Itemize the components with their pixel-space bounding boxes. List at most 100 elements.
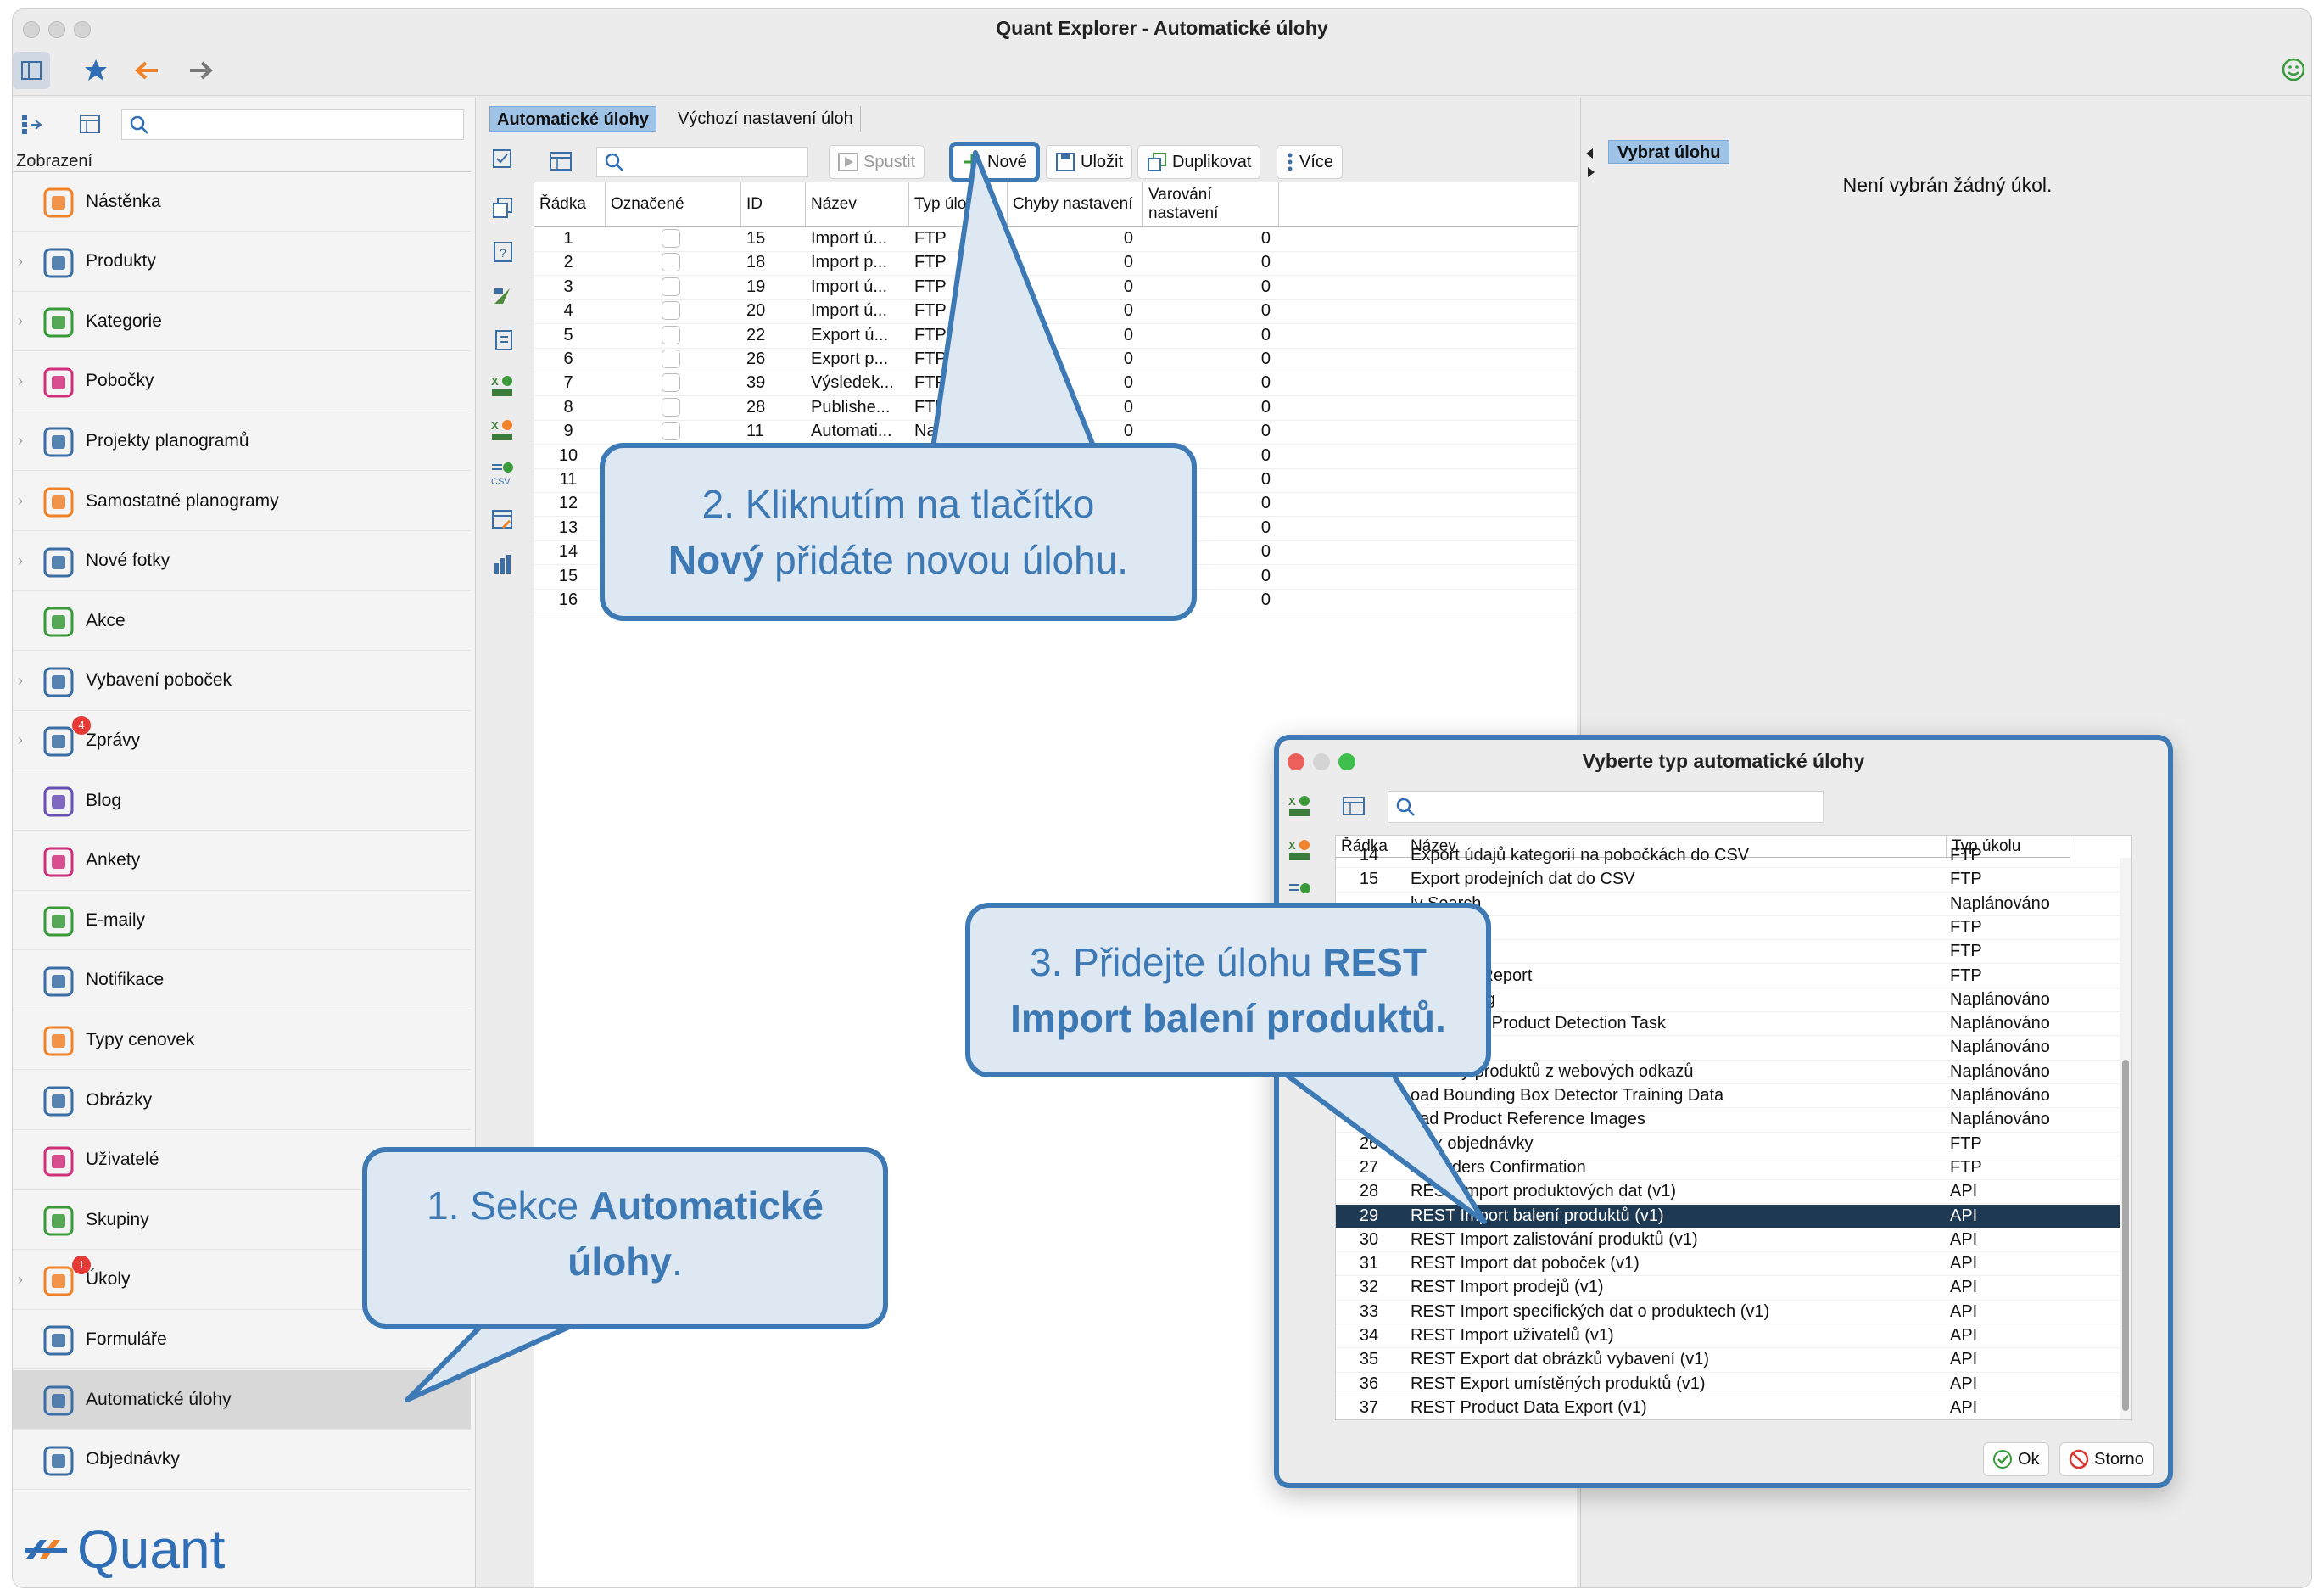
sidebar-item[interactable]: ›Pobočky	[13, 352, 471, 411]
row-checkbox[interactable]	[662, 397, 680, 417]
column-header-name[interactable]: Název	[806, 182, 909, 227]
list-button[interactable]	[486, 323, 520, 357]
row-checkbox[interactable]	[662, 373, 680, 393]
statistics-button[interactable]	[486, 547, 520, 581]
dialog-scrollbar[interactable]	[2120, 858, 2131, 1419]
dialog-column-type[interactable]: Typ úkolu	[1947, 836, 2070, 858]
sidebar-item[interactable]: ›Nové fotky	[13, 532, 471, 591]
dialog-columns-button[interactable]	[1342, 796, 1367, 818]
chevron-right-icon[interactable]: ›	[18, 312, 23, 330]
close-window-button[interactable]	[23, 21, 40, 38]
sidebar-item[interactable]: Blog	[13, 771, 471, 831]
column-header-row[interactable]: Řádka	[534, 182, 606, 227]
dialog-minimize-button[interactable]	[1313, 753, 1330, 770]
dialog-excel-export-button[interactable]: X	[1288, 838, 1313, 862]
sidebar-search-input[interactable]	[121, 109, 464, 140]
ok-button[interactable]: Ok	[1983, 1442, 2049, 1476]
sidebar-item[interactable]: Typy cenovek	[13, 1010, 471, 1071]
new-task-button[interactable]: Nové	[949, 142, 1040, 182]
csv-export-button[interactable]: CSV	[486, 457, 520, 491]
column-header-marked[interactable]: Označené	[606, 182, 741, 227]
favorites-button[interactable]	[77, 52, 115, 89]
sidebar-item[interactable]: Objednávky	[13, 1430, 471, 1490]
sidebar-item[interactable]: Obrázky	[13, 1071, 471, 1130]
chevron-right-icon[interactable]: ›	[18, 1270, 23, 1288]
tab-default-task-settings[interactable]: Výchozí nastavení úloh	[671, 106, 861, 132]
sidebar-item[interactable]: Automatické úlohy	[13, 1370, 471, 1430]
help-button[interactable]: ?	[486, 235, 520, 269]
sidebar-filter-button[interactable]	[13, 106, 50, 143]
sidebar-item[interactable]: Formuláře	[13, 1310, 471, 1370]
sidebar-columns-button[interactable]	[72, 106, 109, 143]
sidebar-item[interactable]: ›Vybavení poboček	[13, 652, 471, 711]
chevron-right-icon[interactable]: ›	[18, 372, 23, 389]
minimize-window-button[interactable]	[48, 21, 65, 38]
back-button[interactable]	[128, 52, 165, 89]
toggle-sidebar-button[interactable]	[13, 52, 50, 89]
row-checkbox[interactable]	[662, 277, 680, 296]
duplicate-button[interactable]: Duplikovat	[1137, 145, 1261, 179]
row-checkbox[interactable]	[662, 325, 680, 344]
dialog-search-input[interactable]	[1388, 791, 1824, 823]
table-edit-button[interactable]	[486, 503, 520, 537]
select-all-button[interactable]	[486, 142, 520, 176]
sidebar-item[interactable]: E-maily	[13, 891, 471, 951]
dialog-column-row[interactable]: Řádka	[1336, 836, 1405, 858]
collapse-arrows-icon[interactable]	[1584, 147, 1596, 181]
dialog-scrollbar-thumb[interactable]	[2122, 1060, 2129, 1411]
column-header-warnings[interactable]: Varování nastavení	[1143, 182, 1279, 227]
column-header-errors[interactable]: Chyby nastavení	[1008, 182, 1143, 227]
sidebar-item[interactable]: Skupiny	[13, 1190, 471, 1251]
feedback-button[interactable]	[2279, 55, 2308, 84]
row-checkbox[interactable]	[662, 350, 680, 368]
run-selected-button[interactable]	[486, 279, 520, 313]
sidebar-item[interactable]: Uživatelé	[13, 1131, 471, 1190]
dialog-excel-import-button[interactable]: X	[1288, 794, 1313, 818]
chevron-right-icon[interactable]: ›	[18, 671, 23, 689]
zoom-window-button[interactable]	[74, 21, 91, 38]
save-button[interactable]: Uložit	[1046, 145, 1133, 179]
tab-automatic-tasks[interactable]: Automatické úlohy	[489, 106, 656, 132]
sidebar-item[interactable]: Akce	[13, 591, 471, 652]
sidebar-item[interactable]: Notifikace	[13, 951, 471, 1010]
chevron-right-icon[interactable]: ›	[18, 492, 23, 509]
tab-select-task[interactable]: Vybrat úlohu	[1608, 140, 1730, 164]
row-checkbox[interactable]	[662, 422, 680, 441]
sidebar-item[interactable]: Nástěnka	[13, 172, 471, 232]
chevron-right-icon[interactable]: ›	[18, 432, 23, 450]
copy-button[interactable]	[486, 191, 520, 225]
forward-button[interactable]	[182, 52, 220, 89]
more-button[interactable]: Více	[1277, 145, 1344, 179]
dialog-zoom-button[interactable]	[1338, 753, 1355, 770]
chevron-right-icon[interactable]: ›	[18, 731, 23, 749]
sidebar-item[interactable]: ›Projekty planogramů	[13, 411, 471, 472]
excel-export-button[interactable]: X	[486, 413, 520, 447]
sidebar-item[interactable]: ›Produkty	[13, 232, 471, 292]
tasks-search-input[interactable]	[596, 147, 808, 177]
cancel-button[interactable]: Storno	[2059, 1442, 2154, 1476]
sidebar-item[interactable]: ›Kategorie	[13, 292, 471, 352]
dialog-csv-button[interactable]	[1288, 881, 1313, 899]
dialog-column-name[interactable]: Název	[1405, 836, 1947, 858]
sidebar-item[interactable]: Ankety	[13, 831, 471, 891]
column-header-id[interactable]: ID	[741, 182, 806, 227]
row-checkbox[interactable]	[662, 229, 680, 248]
